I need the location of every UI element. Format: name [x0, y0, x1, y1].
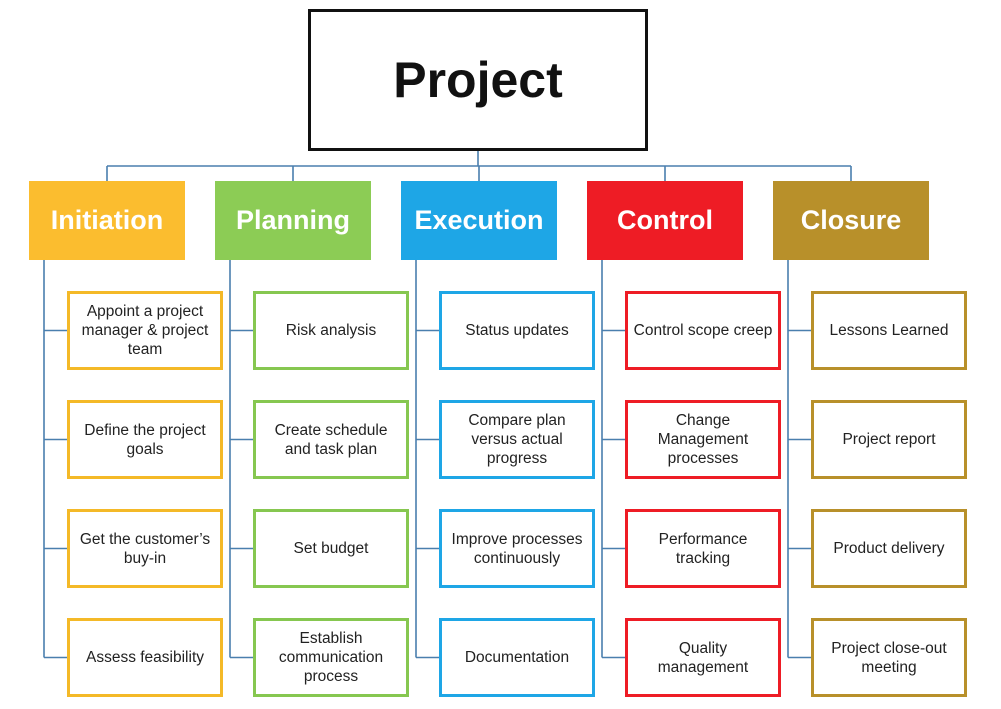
phase-execution: Execution: [401, 181, 557, 260]
task-box: Compare plan versus actual progress: [439, 400, 595, 479]
task-box: Create schedule and task plan: [253, 400, 409, 479]
task-box: Project report: [811, 400, 967, 479]
task-label: Performance tracking: [658, 530, 748, 567]
task-box: Control scope creep: [625, 291, 781, 370]
task-box: Documentation: [439, 618, 595, 697]
task-label: Appoint a project manager & project team: [81, 303, 209, 358]
task-box: Project close-out meeting: [811, 618, 967, 697]
task-label: Documentation: [464, 649, 570, 666]
task-box: Quality management: [625, 618, 781, 697]
task-box: Product delivery: [811, 509, 967, 588]
phase-planning: Planning: [215, 181, 371, 260]
phase-label: Initiation: [50, 205, 164, 235]
task-label: Product delivery: [833, 540, 945, 557]
task-label: Lessons Learned: [829, 322, 949, 339]
task-box: Get the customer’s buy-in: [67, 509, 223, 588]
task-box: Change Management processes: [625, 400, 781, 479]
task-label: Project report: [842, 431, 936, 448]
task-label: Quality management: [657, 639, 749, 676]
task-label: Get the customer’s buy-in: [79, 530, 211, 567]
task-box: Assess feasibility: [67, 618, 223, 697]
task-label: Change Management processes: [657, 412, 749, 467]
task-box: Performance tracking: [625, 509, 781, 588]
task-box: Lessons Learned: [811, 291, 967, 370]
phase-label: Planning: [236, 205, 350, 235]
task-box: Establish communication process: [253, 618, 409, 697]
phase-label: Control: [617, 205, 713, 235]
task-box: Appoint a project manager & project team: [67, 291, 223, 370]
task-box: Improve processes continuously: [439, 509, 595, 588]
project-root-box: Project: [308, 9, 648, 151]
task-label: Project close-out meeting: [831, 639, 947, 676]
task-label: Improve processes continuously: [451, 530, 583, 567]
task-box: Define the project goals: [67, 400, 223, 479]
phase-control: Control: [587, 181, 743, 260]
task-label: Status updates: [465, 322, 569, 339]
phase-label: Closure: [800, 205, 902, 235]
task-label: Define the project goals: [84, 421, 206, 458]
task-label: Establish communication process: [278, 630, 384, 685]
task-label: Set budget: [293, 540, 369, 557]
task-label: Assess feasibility: [85, 649, 204, 666]
project-title: Project: [393, 52, 563, 108]
phase-closure: Closure: [773, 181, 929, 260]
task-box: Set budget: [253, 509, 409, 588]
phase-initiation: Initiation: [29, 181, 185, 260]
task-label: Create schedule and task plan: [274, 421, 388, 458]
task-label: Compare plan versus actual progress: [468, 412, 566, 467]
phase-label: Execution: [414, 205, 544, 235]
task-box: Risk analysis: [253, 291, 409, 370]
task-label: Risk analysis: [285, 322, 377, 339]
task-label: Control scope creep: [633, 322, 773, 339]
task-box: Status updates: [439, 291, 595, 370]
